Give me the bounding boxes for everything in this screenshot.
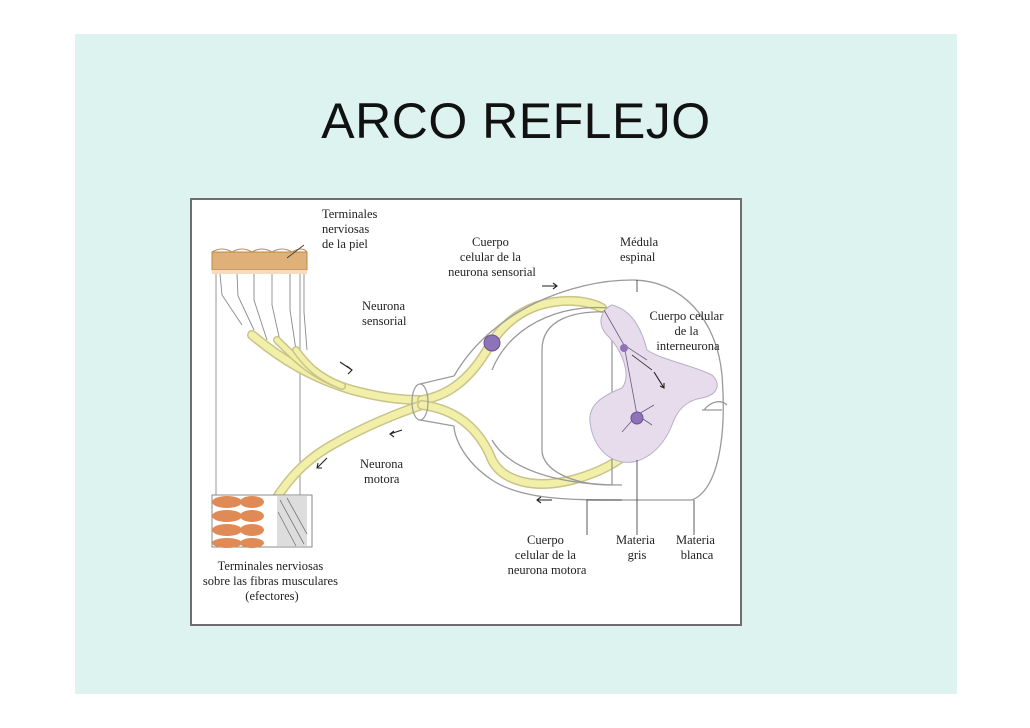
interneuron-cell-body [620,344,628,352]
slide: ARCO REFLEJO [75,34,957,694]
label-interneuron-body: Cuerpo celular de la interneurona [649,309,726,353]
label-sensory-neuron: Neurona sensorial [362,299,408,328]
muscle-effector [212,495,312,548]
reflex-arc-diagram: Terminales nerviosas de la piel Cuerpo c… [190,198,742,626]
label-gray-matter: Materia gris [616,533,658,562]
label-motor-cell-body: Cuerpo celular de la neurona motora [508,533,587,577]
arrow-sensory-2 [542,283,557,289]
skin-layer [212,249,307,274]
label-muscle-terminals: Terminales nerviosas sobre las fibras mu… [203,559,341,603]
label-white-matter: Materia blanca [676,533,718,562]
label-skin-terminals: Terminales nerviosas de la piel [322,207,380,251]
arrow-motor-1 [390,430,402,437]
diagram-canvas: Terminales nerviosas de la piel Cuerpo c… [192,200,740,624]
sensory-cell-body [484,335,500,351]
label-sensory-cell-body: Cuerpo celular de la neurona sensorial [448,235,536,279]
motor-fiber [267,405,632,515]
label-spinal-cord: Médula espinal [620,235,661,264]
motor-cell-body [631,412,643,424]
label-motor-neuron: Neurona motora [360,457,406,486]
skin-nerve-branches [216,274,307,500]
slide-title: ARCO REFLEJO [75,92,957,150]
arrow-sensory-1 [340,362,352,374]
